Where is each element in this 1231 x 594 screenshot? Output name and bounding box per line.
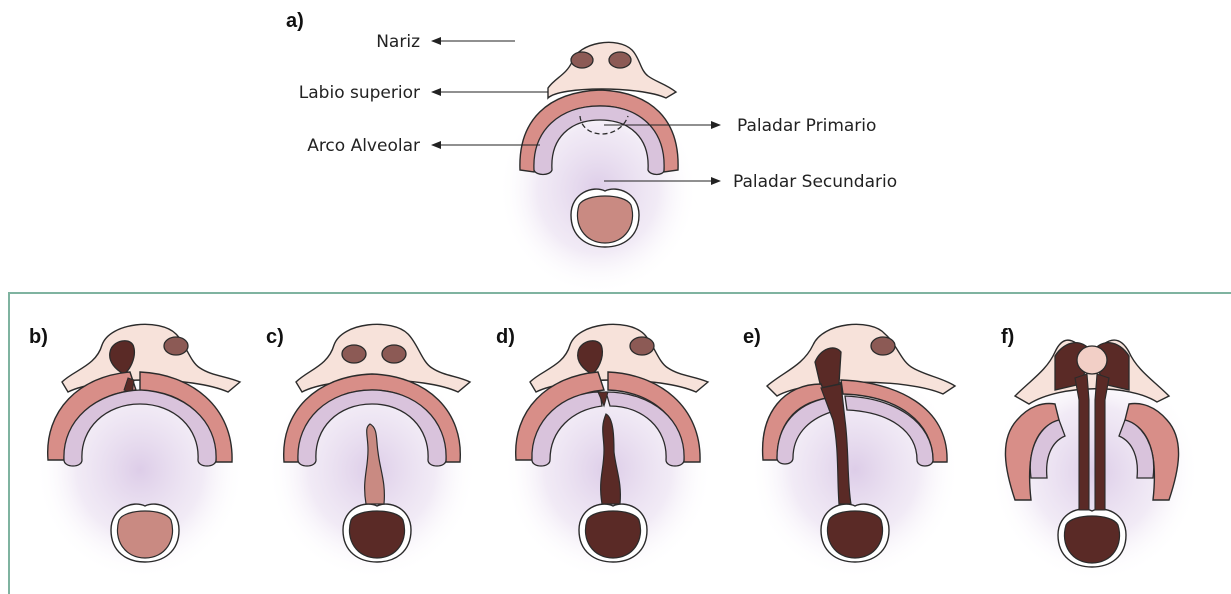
panel-c-letter: c) bbox=[266, 326, 284, 348]
panel-d-letter: d) bbox=[496, 326, 515, 348]
labio-superior-label: Labio superior bbox=[299, 83, 420, 103]
panel-a-right-nostril bbox=[609, 52, 631, 68]
panel-a-mouth bbox=[571, 189, 639, 247]
panel-b-letter: b) bbox=[29, 326, 48, 348]
panel-e-mouth bbox=[821, 504, 889, 562]
panel-f-letter: f) bbox=[1001, 326, 1014, 348]
panel-e: e) bbox=[743, 324, 960, 580]
panel-b-mouth bbox=[111, 504, 179, 562]
paladar-primario-label: Paladar Primario bbox=[737, 116, 876, 136]
panel-e-right-nostril bbox=[871, 337, 895, 355]
panel-c-right-nostril bbox=[382, 345, 406, 363]
panel-f: f) bbox=[990, 326, 1200, 582]
panel-d-right-nostril bbox=[630, 337, 654, 355]
panel-a-letter: a) bbox=[286, 10, 304, 32]
panel-a-left-nostril bbox=[571, 52, 593, 68]
panel-a: a) Nariz Labio superior Arco Alveolar Pa… bbox=[286, 10, 897, 295]
panel-d: d) bbox=[496, 324, 713, 580]
panel-f-mouth bbox=[1058, 509, 1126, 567]
panel-b-right-nostril bbox=[164, 337, 188, 355]
panel-e-letter: e) bbox=[743, 326, 761, 348]
panel-a-nose bbox=[548, 42, 676, 98]
paladar-secundario-label: Paladar Secundario bbox=[733, 172, 897, 192]
nariz-label: Nariz bbox=[376, 32, 420, 52]
arco-alveolar-label: Arco Alveolar bbox=[307, 136, 420, 156]
panel-c-left-nostril bbox=[342, 345, 366, 363]
panel-d-mouth bbox=[579, 504, 647, 562]
panel-c: c) bbox=[266, 324, 477, 580]
panel-b: b) bbox=[29, 324, 245, 580]
panel-c-mouth bbox=[343, 504, 411, 562]
panel-f-premaxilla bbox=[1077, 346, 1107, 374]
